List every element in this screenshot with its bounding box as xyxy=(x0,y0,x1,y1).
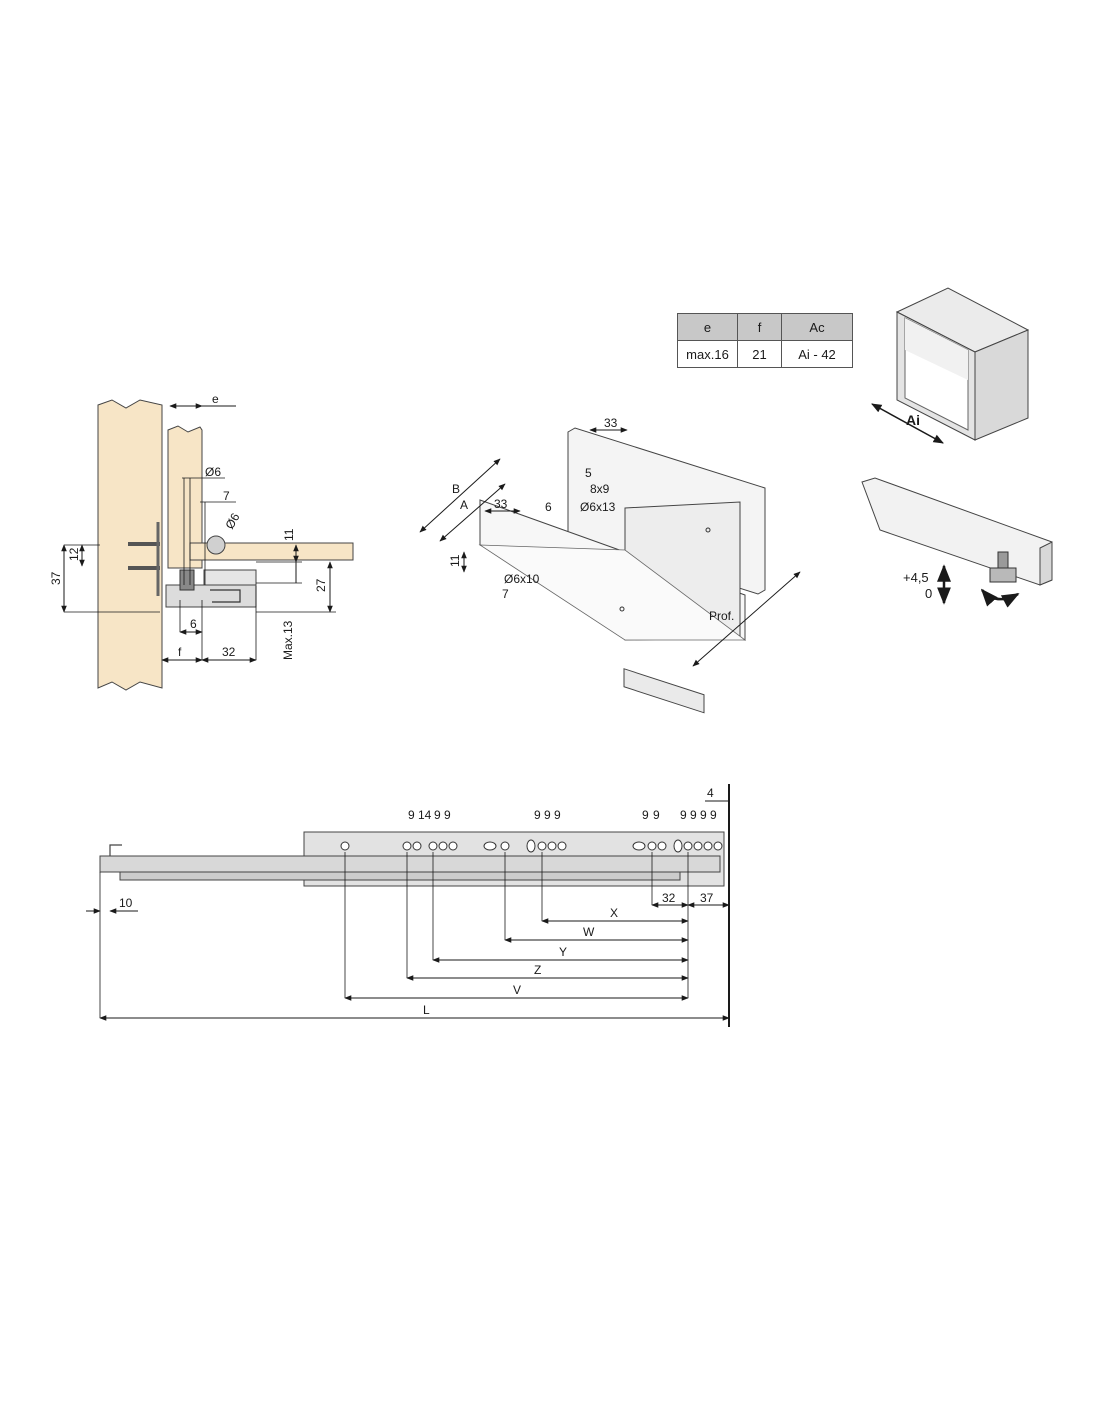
label-max13: Max.13 xyxy=(281,620,295,660)
label-d6-top: Ø6 xyxy=(205,465,221,479)
label-eleven: 11 xyxy=(282,528,296,541)
label-thirtyseven: 37 xyxy=(700,891,714,905)
drawer-view: B A 33 5 8x9 33 6 Ø6x13 11 Ø6x10 7 Prof. xyxy=(419,416,801,714)
label-nine-4: 9 xyxy=(534,808,541,822)
cabinet-illustration: Ai xyxy=(871,287,1030,444)
label-plus: +4,5 xyxy=(903,570,929,585)
label-prof: Prof. xyxy=(709,609,734,623)
label-e: e xyxy=(212,392,219,406)
label-b: B xyxy=(452,482,460,496)
label-eleven: 11 xyxy=(448,554,462,567)
adjustment-detail: +4,5 0 xyxy=(861,477,1053,608)
header-ac: Ac xyxy=(781,313,853,341)
label-six: 6 xyxy=(190,617,197,631)
spec-table: e f Ac max.16 21 Ai - 42 xyxy=(677,313,853,368)
ai-dimension-arrow xyxy=(871,403,944,444)
runner-view: 9 14 9 9 9 9 9 9 9 9 9 9 9 4 10 32 37 X … xyxy=(86,784,730,1027)
label-nine-3: 9 xyxy=(444,808,451,822)
label-five: 5 xyxy=(585,466,592,480)
label-nine-10: 9 xyxy=(690,808,697,822)
section-view: e Ø6 7 Ø6 37 12 11 27 Max.13 6 f 32 xyxy=(49,392,354,691)
label-nine-9: 9 xyxy=(680,808,687,822)
label-hole8x9: 8x9 xyxy=(590,482,610,496)
label-twelve: 12 xyxy=(67,547,81,561)
label-l: L xyxy=(423,1003,430,1017)
label-seven: 7 xyxy=(223,489,230,503)
label-thirtytwo: 32 xyxy=(222,645,236,659)
label-a: A xyxy=(460,498,468,512)
value-e: max.16 xyxy=(677,340,738,368)
label-nine-7: 9 xyxy=(642,808,649,822)
label-seven: 7 xyxy=(502,587,509,601)
value-f: 21 xyxy=(737,340,782,368)
label-six: 6 xyxy=(545,500,552,514)
header-e: e xyxy=(677,313,738,341)
value-ac: Ai - 42 xyxy=(781,340,853,368)
label-twentyseven: 27 xyxy=(314,578,328,592)
label-d6-diag: Ø6 xyxy=(222,510,242,531)
label-nine-11: 9 xyxy=(700,808,707,822)
label-y: Y xyxy=(559,945,567,959)
mounting-holes xyxy=(340,839,723,853)
label-ten: 10 xyxy=(119,896,133,910)
label-fourteen: 14 xyxy=(418,808,432,822)
label-thirtythree-top: 33 xyxy=(604,416,618,430)
label-nine-6: 9 xyxy=(554,808,561,822)
label-nine-1: 9 xyxy=(408,808,415,822)
label-zero: 0 xyxy=(925,586,932,601)
rotate-arrow-icon xyxy=(980,588,1020,608)
label-thirtythree: 33 xyxy=(494,497,508,511)
label-x: X xyxy=(610,906,618,920)
label-nine-2: 9 xyxy=(434,808,441,822)
label-nine-5: 9 xyxy=(544,808,551,822)
label-thirtytwo: 32 xyxy=(662,891,676,905)
label-nine-8: 9 xyxy=(653,808,660,822)
label-nine-12: 9 xyxy=(710,808,717,822)
label-z: Z xyxy=(534,963,541,977)
label-v: V xyxy=(513,983,521,997)
label-four: 4 xyxy=(707,786,714,800)
label-thirtyseven: 37 xyxy=(49,571,63,585)
label-w: W xyxy=(583,925,595,939)
ai-label: Ai xyxy=(906,412,920,428)
label-f: f xyxy=(178,645,182,659)
label-d6x13: Ø6x13 xyxy=(580,500,616,514)
label-d6x10: Ø6x10 xyxy=(504,572,540,586)
